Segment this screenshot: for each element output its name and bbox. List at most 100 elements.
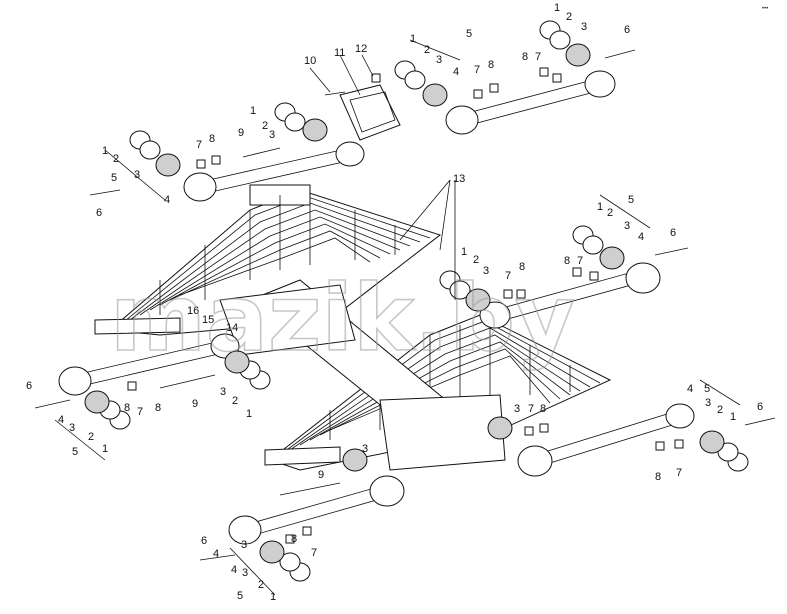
bushing-set-top-right: [394, 20, 591, 107]
bushing-set-top-left: [129, 102, 328, 177]
callout-6: 6: [201, 535, 207, 547]
callout-2: 2: [262, 120, 268, 132]
callout-1: 1: [410, 33, 416, 45]
callout-3: 3: [269, 129, 275, 141]
callout-5: 5: [628, 194, 634, 206]
reaction-rod-top-left: [183, 141, 365, 202]
callout-4: 4: [213, 548, 219, 560]
callout-1: 1: [250, 105, 256, 117]
callout-1: 1: [730, 411, 736, 423]
callout-5: 5: [237, 590, 243, 602]
callout-2: 2: [473, 254, 479, 266]
callout-8: 8: [522, 51, 528, 63]
callout-10: 10: [304, 55, 316, 67]
balancer-axle: [219, 279, 506, 471]
callout-1: 1: [554, 2, 560, 14]
callout-2: 2: [566, 11, 572, 23]
bushing-set-lower-right: [342, 416, 749, 472]
callout-6: 6: [96, 207, 102, 219]
callout-4: 4: [687, 383, 693, 395]
reaction-rod-mid-right: [479, 262, 661, 329]
callout-5: 5: [466, 28, 472, 40]
callout-16: 16: [187, 305, 199, 317]
bushing-set-mid-left: [84, 350, 271, 430]
callout-5: 5: [704, 383, 710, 395]
reaction-rod-top-right: [445, 70, 616, 135]
callouts: 1 2 3 6 8 7 1 2 3 4 5 7 8 10 11 12 1 2 3…: [26, 2, 763, 603]
callout-4: 4: [231, 564, 237, 576]
bushing-set-bottom: [259, 540, 311, 582]
callout-7: 7: [196, 139, 202, 151]
callout-8: 8: [155, 402, 161, 414]
callout-8: 8: [540, 403, 546, 415]
callout-12: 12: [355, 43, 367, 55]
callout-9: 9: [318, 469, 324, 481]
callout-8: 8: [488, 59, 494, 71]
callout-4: 4: [638, 231, 644, 243]
callout-2: 2: [717, 404, 723, 416]
callout-2: 2: [607, 207, 613, 219]
callout-7: 7: [311, 547, 317, 559]
callout-9: 9: [238, 127, 244, 139]
callout-7: 7: [676, 467, 682, 479]
callout-4: 4: [58, 414, 64, 426]
callout-8: 8: [124, 402, 130, 414]
callout-1: 1: [102, 443, 108, 455]
callout-6: 6: [624, 24, 630, 36]
callout-7: 7: [505, 270, 511, 282]
callout-15: 15: [202, 314, 214, 326]
reaction-rod-lower-right: [517, 403, 695, 477]
callout-3: 3: [134, 169, 140, 181]
callout-1: 1: [102, 145, 108, 157]
callout-8: 8: [519, 261, 525, 273]
callout-6: 6: [26, 380, 32, 392]
callout-2: 2: [232, 395, 238, 407]
callout-7: 7: [474, 64, 480, 76]
callout-1: 1: [597, 201, 603, 213]
callout-6: 6: [757, 401, 763, 413]
callout-1: 1: [246, 408, 252, 420]
callout-3: 3: [624, 220, 630, 232]
callout-2: 2: [258, 579, 264, 591]
callout-2: 2: [424, 44, 430, 56]
bracket: [339, 84, 401, 141]
callout-14: 14: [226, 322, 238, 334]
nuts-and-washers: [127, 67, 684, 544]
callout-11: 11: [334, 47, 345, 59]
callout-7: 7: [528, 403, 534, 415]
callout-3: 3: [69, 422, 75, 434]
leader-lines: [54, 39, 741, 596]
callout-8: 8: [291, 533, 297, 545]
callout-3: 3: [483, 265, 489, 277]
callout-3: 3: [436, 54, 442, 66]
callout-1: 1: [270, 591, 276, 603]
callout-6: 6: [670, 227, 676, 239]
reaction-rod-bottom: [228, 475, 405, 545]
callout-2: 2: [113, 153, 119, 165]
callout-4: 4: [164, 194, 170, 206]
callout-1: 1: [461, 246, 467, 258]
callout-3: 3: [242, 567, 248, 579]
callout-8: 8: [209, 133, 215, 145]
callout-13: 13: [453, 173, 465, 185]
leaf-spring-left: [94, 184, 442, 336]
watermark: mazik.by: [110, 265, 575, 372]
callout-7: 7: [535, 51, 541, 63]
callout-5: 5: [72, 446, 78, 458]
bolts: [34, 49, 776, 561]
callout-3: 3: [581, 21, 587, 33]
callout-8: 8: [655, 471, 661, 483]
callout-8: 8: [564, 255, 570, 267]
callout-3: 3: [220, 386, 226, 398]
callout-5: 5: [111, 172, 117, 184]
callout-3: 3: [362, 443, 368, 455]
callout-3: 3: [241, 539, 247, 551]
callout-3: 3: [705, 397, 711, 409]
callout-7: 7: [137, 406, 143, 418]
callout-4: 4: [453, 66, 459, 78]
callout-3: 3: [514, 403, 520, 415]
callout-2: 2: [88, 431, 94, 443]
callout-9: 9: [192, 398, 198, 410]
corner-mark: •••: [762, 6, 768, 12]
